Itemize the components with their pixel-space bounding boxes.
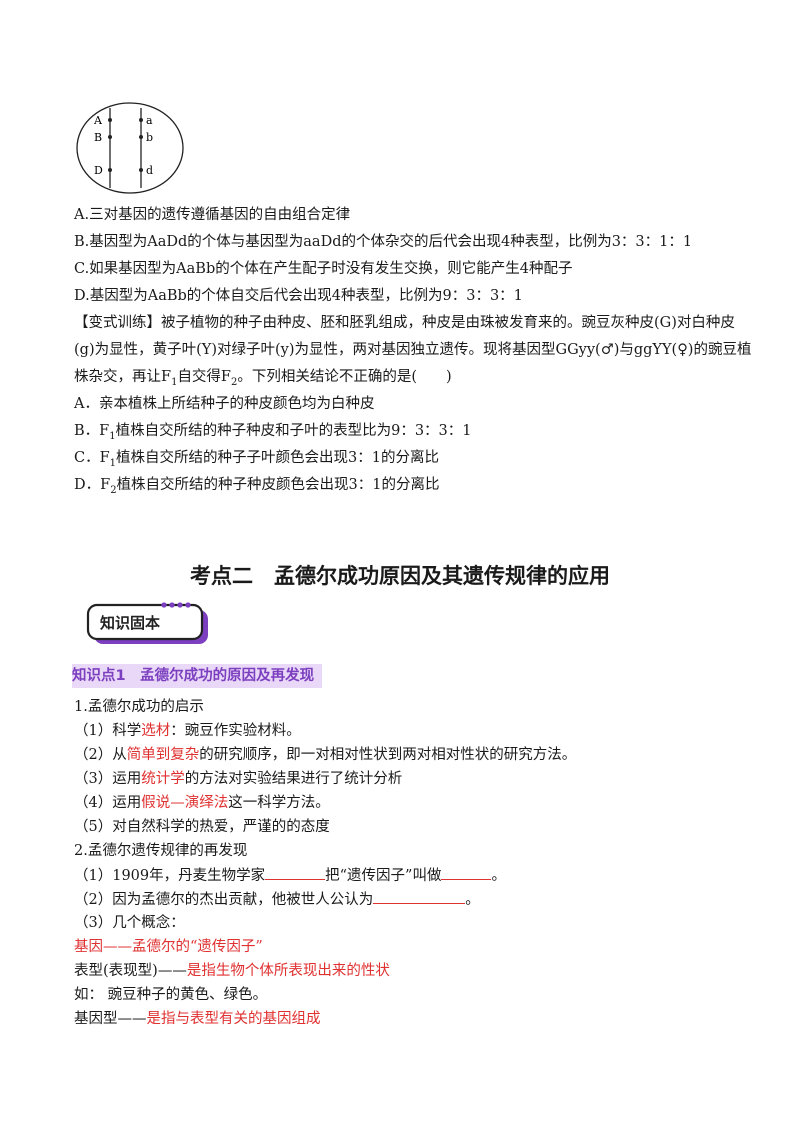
knowledge-point-heading: 知识点1 孟德尔成功的原因及再发现 bbox=[72, 664, 323, 688]
concept-phenotype: 表型(表现型)——是指生物个体所表现出来的性状 bbox=[74, 963, 390, 979]
heading-rediscovery: 2.孟德尔遗传规律的再发现 bbox=[74, 843, 248, 859]
gene-label-A: A bbox=[93, 114, 103, 127]
item-2: （2）从简单到复杂的研究顺序，即一对相对性状到两对相对性状的研究方法。 bbox=[74, 747, 577, 763]
variant-option-b: B．F1植株自交所结的种子种皮和子叶的表型比为9：3：3：1 bbox=[74, 423, 472, 442]
rediscovery-3: （3）几个概念： bbox=[74, 915, 185, 931]
option-b: B.基因型为AaDd的个体与基因型为aaDd的个体杂交的后代会出现4种表型，比例… bbox=[74, 234, 693, 250]
heading-inspiration: 1.孟德尔成功的启示 bbox=[74, 699, 204, 715]
concept-gene: 基因——孟德尔的“遗传因子” bbox=[74, 939, 263, 955]
option-c: C.如果基因型为AaBb的个体在产生配子时没有发生交换，则它能产生4种配子 bbox=[74, 261, 573, 277]
chromosome-diagram: A B D a b d bbox=[76, 102, 184, 194]
section-title: 考点二 孟德尔成功原因及其遗传规律的应用 bbox=[190, 564, 610, 588]
answer-blank-2[interactable] bbox=[441, 865, 492, 880]
knowledge-badge: 知识固本 bbox=[86, 602, 208, 644]
gene-label-d: d bbox=[146, 164, 153, 177]
variant-line-3: 株杂交，再让F1自交得F2。下列相关结论不正确的是( ) bbox=[74, 369, 452, 388]
answer-blank-3[interactable] bbox=[373, 889, 466, 904]
gene-label-b: b bbox=[146, 131, 153, 144]
variant-option-a: A．亲本植株上所结种子的种皮颜色均为白种皮 bbox=[74, 396, 375, 412]
item-4: （4）运用假说—演绎法这一科学方法。 bbox=[74, 795, 330, 811]
option-d: D.基因型为AaBb的个体自交后代会出现4种表型，比例为9：3：3：1 bbox=[74, 288, 523, 304]
item-5: （5）对自然科学的热爱，严谨的的态度 bbox=[74, 819, 330, 835]
concept-genotype: 基因型——是指与表型有关的基因组成 bbox=[74, 1011, 321, 1027]
answer-blank-1[interactable] bbox=[265, 865, 326, 880]
badge-label: 知识固本 bbox=[100, 614, 160, 632]
variant-option-d: D．F2植株自交所结的种子种皮颜色会出现3：1的分离比 bbox=[74, 477, 440, 496]
gene-label-D: D bbox=[94, 164, 103, 177]
gene-label-a: a bbox=[146, 114, 153, 127]
gene-label-B: B bbox=[94, 131, 102, 144]
option-a: A.三对基因的遗传遵循基因的自由组合定律 bbox=[74, 207, 351, 223]
rediscovery-1: （1）1909年，丹麦生物学家把“遗传因子”叫做。 bbox=[74, 865, 506, 886]
variant-option-c: C．F1植株自交所结的种子子叶颜色会出现3：1的分离比 bbox=[74, 450, 439, 469]
variant-line-1: 【变式训练】被子植物的种子由种皮、胚和胚乳组成，种皮是由珠被发育来的。豌豆灰种皮… bbox=[74, 315, 735, 331]
item-3: （3）运用统计学的方法对实验结果进行了统计分析 bbox=[74, 771, 403, 787]
concept-example: 如： 豌豆种子的黄色、绿色。 bbox=[74, 987, 268, 1003]
variant-line-2: (g)为显性，黄子叶(Y)对绿子叶(y)为显性，两对基因独立遗传。现将基因型GG… bbox=[74, 342, 752, 358]
rediscovery-2: （2）因为孟德尔的杰出贡献，他被世人公认为。 bbox=[74, 889, 480, 910]
item-1: （1）科学选材：豌豆作实验材料。 bbox=[74, 723, 301, 739]
